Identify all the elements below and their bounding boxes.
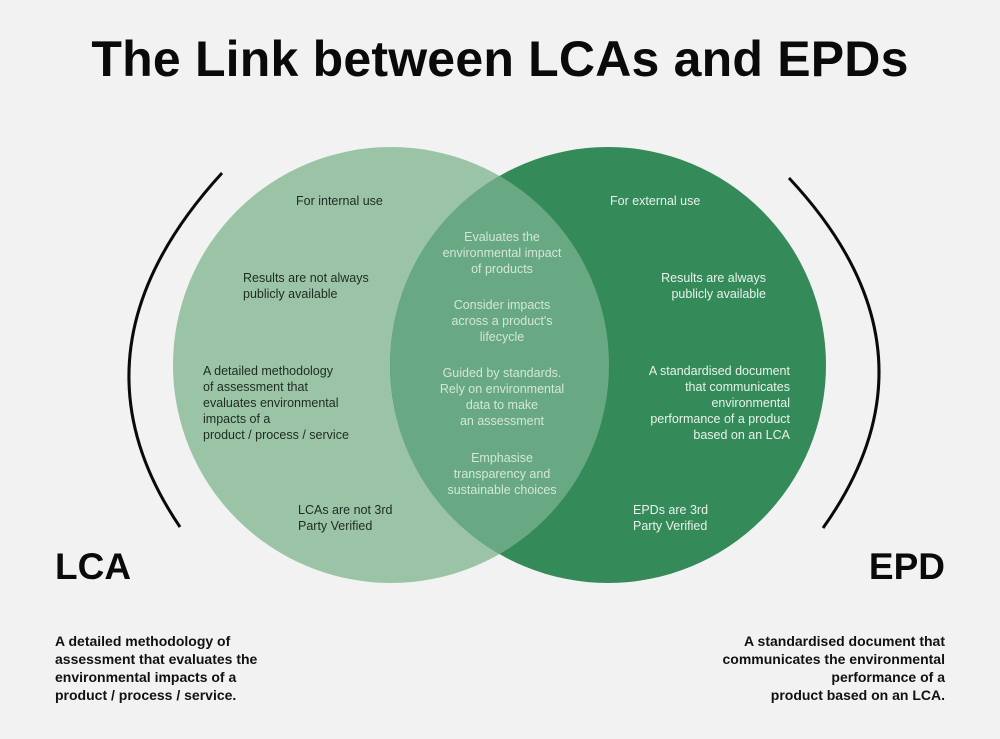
lca-item-definition: A detailed methodology of assessment tha…: [203, 364, 349, 442]
epd-item-definition: A standardised document that communicate…: [648, 364, 790, 442]
shared-item-transparency: Emphasise transparency and sustainable c…: [447, 451, 557, 497]
shared-item-lifecycle: Consider impacts across a product's life…: [451, 298, 553, 344]
epd-item-verification: EPDs are 3rd Party Verified: [633, 503, 709, 533]
epd-item-availability: Results are always publicly available: [661, 271, 766, 301]
shared-item-standards: Guided by standards. Rely on environment…: [439, 366, 565, 428]
lca-item-availability: Results are not always publicly availabl…: [243, 271, 369, 301]
lca-item-verification: LCAs are not 3rd Party Verified: [298, 503, 393, 533]
shared-item-evaluates: Evaluates the environmental impact of pr…: [442, 230, 562, 276]
page-title: The Link between LCAs and EPDs: [91, 31, 909, 87]
overlap-region: [390, 147, 609, 583]
epd-description: A standardised document that communicate…: [722, 633, 945, 703]
epd-label: EPD: [868, 546, 945, 587]
lca-label: LCA: [55, 546, 132, 587]
right-bracket-arc: [787, 176, 881, 529]
epd-item-usage: For external use: [610, 194, 701, 208]
lca-item-usage: For internal use: [296, 194, 383, 208]
left-bracket-arc: [127, 171, 224, 528]
lca-description: A detailed methodology of assessment tha…: [55, 633, 258, 703]
